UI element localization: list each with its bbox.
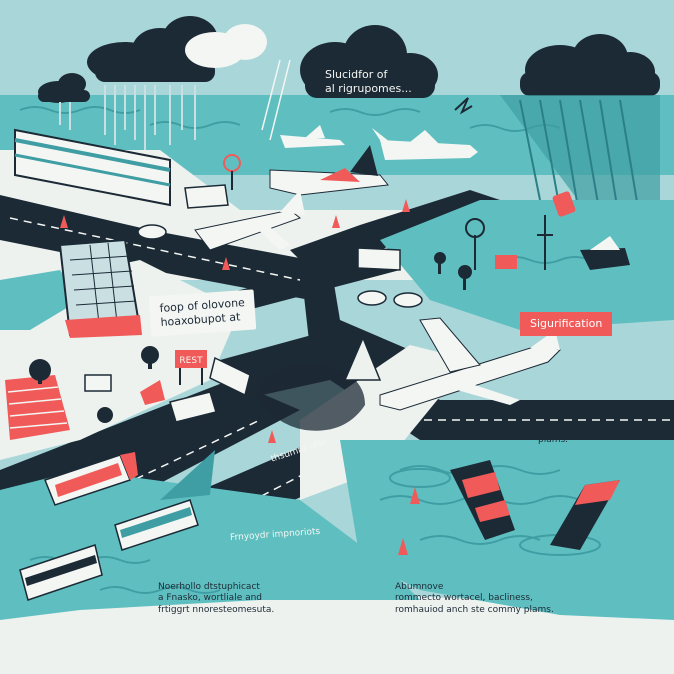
bus-center [209,356,251,397]
flood-left-lower [0,470,420,620]
storm-cloud-right [520,34,660,96]
truck-apron [184,184,229,209]
van-center-left [169,391,217,423]
cloud-note-line1: Slucidfor of [325,68,388,81]
bottom-left-line2: a Fnasko, wortliale and [158,593,263,604]
cloud-white-left [185,24,267,68]
storm-cloud-center [300,25,438,98]
bird-icon [454,97,473,115]
truck-right [357,247,401,271]
bottom-right-line2: rommecto wortacel, bacliness, [395,593,533,604]
storm-debris-plume [255,363,365,431]
mid-note: calebtifrical contrococant plams. [538,412,597,446]
airplane-tail-right [550,480,620,550]
flood-right-upper [380,200,674,330]
airplane-tail-left [160,450,215,500]
sign-board-panel [175,350,207,368]
billboard-small [84,374,112,392]
truck-red-trailer [44,452,138,506]
mid-note-line3: plams. [538,434,569,445]
poles [474,215,553,270]
airplane-tail-sinking [450,460,515,540]
mid-note-line1: calebtifrical [538,412,591,422]
bottom-right-note: Abumnove rommecto wortacel, bacliness, r… [395,582,554,616]
signal-banner: Sigurification [520,312,613,336]
mid-note-line2: contrococant [538,423,597,434]
floating-barrels [495,191,576,269]
boat-right [580,236,630,270]
flood-left-pool [0,270,80,330]
round-sign [465,218,485,238]
storm-cloud-small [38,73,90,103]
red-warehouse [5,375,70,440]
storm-cloud-left [87,16,218,82]
cloud-note-line2: al rigrupomes... [325,81,412,95]
tent-marker [343,336,382,381]
airplane-sea-left [280,125,345,148]
road-banner: foop of olovone hoaxobupot at [148,289,257,337]
lightning-strokes [261,59,291,141]
rain-left [59,85,196,150]
bus-white-lower [114,499,199,551]
sign-board-text: REST [179,356,203,366]
airplane-apron-center [269,145,389,196]
heavy-rain-curtain [500,95,660,230]
terminal-building [14,128,171,207]
bottom-right-line1: Abumnove [395,582,444,592]
bottom-right-line3: romhauiod anch ste commy plams. [395,604,554,615]
traffic-cones [60,199,420,555]
airplane-taxiway-left [194,190,305,251]
bottom-left-line3: frtiggrt nnoresteomesuta. [158,604,275,615]
airplane-sea-right [372,128,478,160]
office-tower [58,238,142,338]
bottom-left-note: Noerhollo dtstuphicact a Fnasko, wortlia… [158,582,274,616]
truck-bottom-left [19,544,103,601]
bottom-left-line1: Noerhollo dtstuphicact [158,582,260,592]
tilted-billboard [140,380,165,405]
trees [29,252,472,423]
cars [137,224,423,308]
cloud-note: Slucidfor of al rigrupomes... [325,68,412,96]
